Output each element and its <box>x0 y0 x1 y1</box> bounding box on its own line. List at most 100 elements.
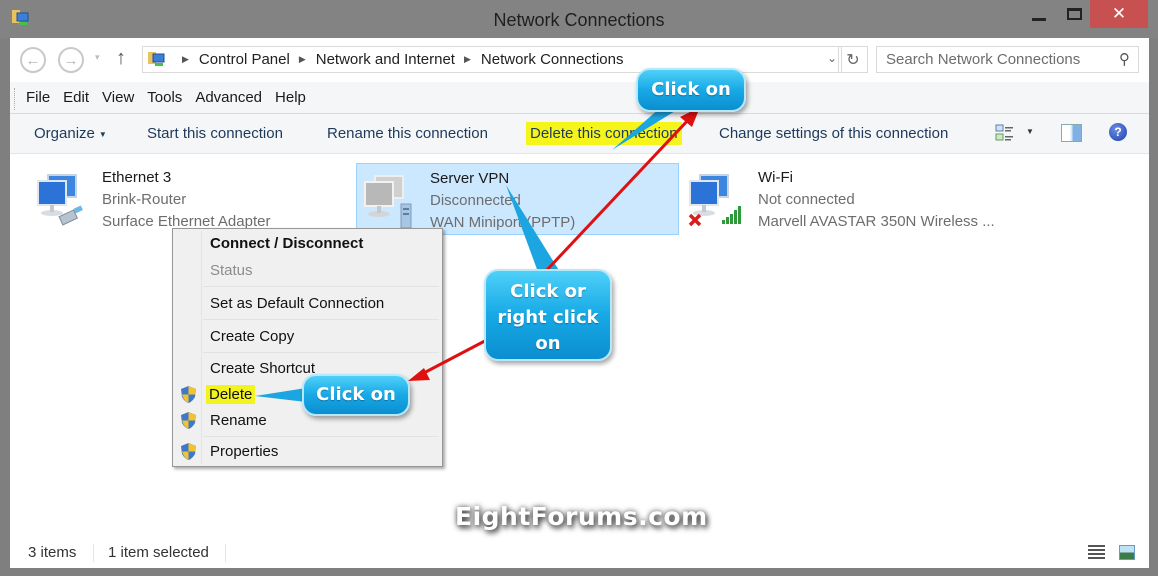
chevron-down-icon: ▾ <box>95 52 100 62</box>
organize-button[interactable]: Organize▼ <box>34 125 107 142</box>
connection-device: Marvell AVASTAR 350N Wireless ... <box>758 213 995 230</box>
rename-connection-button[interactable]: Rename this connection <box>327 125 488 142</box>
ctx-create-shortcut[interactable]: Create Shortcut <box>210 360 316 377</box>
status-bar: 3 items 1 item selected <box>10 538 1149 568</box>
breadcrumb-separator-icon[interactable]: ▶ <box>298 54 306 64</box>
context-menu-gutter <box>201 231 202 464</box>
callout-click-delete-menu: Click on <box>302 374 410 416</box>
wifi-computer-icon <box>688 174 741 227</box>
organize-label: Organize <box>34 125 95 142</box>
search-input[interactable] <box>877 47 1107 72</box>
ctx-delete-label: Delete <box>206 385 256 404</box>
ctx-create-copy[interactable]: Create Copy <box>210 328 295 345</box>
breadcrumb-network-connections[interactable]: Network Connections <box>480 51 624 68</box>
minimize-icon <box>1032 17 1046 21</box>
callout-line: right click <box>497 307 599 328</box>
forward-arrow-icon: → <box>63 51 79 69</box>
uac-shield-icon <box>181 412 196 429</box>
minimize-button[interactable] <box>1022 0 1056 28</box>
up-arrow-icon: ↑ <box>116 47 126 69</box>
connection-status: Disconnected <box>430 192 521 209</box>
menu-file[interactable]: File <box>26 89 51 106</box>
connection-device: Surface Ethernet Adapter <box>102 213 271 230</box>
maximize-button[interactable] <box>1058 0 1090 28</box>
network-folder-icon <box>148 52 165 66</box>
view-options-dropdown-icon[interactable]: ▼ <box>1026 127 1034 136</box>
callout-click-server-vpn: Click or right click on <box>484 269 612 361</box>
connection-wi-fi[interactable]: Wi-Fi Not connected Marvell AVASTAR 350N… <box>682 163 1022 235</box>
back-button[interactable]: ← <box>20 47 46 73</box>
recent-locations-button[interactable]: ▾ <box>95 52 100 63</box>
details-view-icon[interactable] <box>1088 545 1105 560</box>
status-divider <box>93 544 94 562</box>
menu-advanced[interactable]: Advanced <box>195 89 263 106</box>
help-icon[interactable]: ? <box>1109 123 1127 141</box>
caret-down-icon: ▼ <box>98 129 107 139</box>
menu-grip <box>14 88 15 110</box>
menu-bar: File Edit View Tools Advanced Help <box>10 82 1149 114</box>
status-divider <box>225 544 226 562</box>
menu-separator <box>203 319 439 320</box>
menu-edit[interactable]: Edit <box>63 89 90 106</box>
search-icon[interactable]: ⚲ <box>1119 51 1130 68</box>
breadcrumb-separator-icon[interactable]: ▶ <box>463 54 471 64</box>
command-bar: Organize▼ Start this connection Rename t… <box>10 114 1149 154</box>
uac-shield-icon <box>181 443 196 460</box>
breadcrumb-separator-icon[interactable]: ▶ <box>182 54 189 64</box>
item-count: 3 items <box>28 544 77 561</box>
change-view-icon[interactable] <box>995 123 1015 143</box>
breadcrumb-network-and-internet[interactable]: Network and Internet <box>315 51 455 68</box>
connection-text: Wi-Fi Not connected Marvell AVASTAR 350N… <box>758 167 995 233</box>
breadcrumb: ▶ Control Panel ▶ Network and Internet ▶… <box>173 51 623 68</box>
callout-line: Click or <box>510 281 586 302</box>
connection-name: Wi-Fi <box>758 169 793 186</box>
ctx-delete[interactable]: Delete <box>206 385 256 404</box>
window-title: Network Connections <box>493 10 665 30</box>
ctx-properties[interactable]: Properties <box>210 443 279 460</box>
change-settings-button[interactable]: Change settings of this connection <box>719 125 949 142</box>
close-button[interactable]: ✕ <box>1090 0 1148 28</box>
connection-name: Server VPN <box>430 170 510 187</box>
menu-help[interactable]: Help <box>275 89 306 106</box>
connection-ethernet-3[interactable]: Ethernet 3 Brink-Router Surface Ethernet… <box>20 163 350 235</box>
menu-separator <box>203 436 439 437</box>
search-box: ⚲ <box>876 46 1139 73</box>
forward-button[interactable]: → <box>58 47 84 73</box>
breadcrumb-control-panel[interactable]: Control Panel <box>198 51 290 68</box>
start-connection-button[interactable]: Start this connection <box>147 125 283 142</box>
refresh-button[interactable]: ↻ <box>838 46 868 73</box>
delete-connection-button[interactable]: Delete this connection <box>526 122 682 145</box>
ctx-set-default[interactable]: Set as Default Connection <box>210 295 385 312</box>
refresh-icon: ↻ <box>846 51 860 69</box>
uac-shield-icon <box>181 386 196 403</box>
connection-status: Brink-Router <box>102 191 187 208</box>
connection-device: WAN Miniport (PPTP) <box>430 214 576 231</box>
menu-view[interactable]: View <box>102 89 135 106</box>
connection-server-vpn[interactable]: Server VPN Disconnected WAN Miniport (PP… <box>356 163 679 235</box>
vpn-computer-icon <box>364 175 412 229</box>
ctx-connect-disconnect[interactable]: Connect / Disconnect <box>210 235 364 252</box>
selection-count: 1 item selected <box>108 544 209 561</box>
connection-status: Not connected <box>758 191 855 208</box>
address-box[interactable]: ▶ Control Panel ▶ Network and Internet ▶… <box>142 46 842 73</box>
callout-line: on <box>535 333 561 354</box>
title-bar: Network Connections ✕ <box>0 0 1158 38</box>
back-arrow-icon: ← <box>25 51 41 69</box>
menu-separator <box>203 352 439 353</box>
connection-name: Ethernet 3 <box>102 169 172 186</box>
ctx-status: Status <box>210 262 253 279</box>
preview-pane-icon[interactable] <box>1061 124 1082 142</box>
address-dropdown-icon[interactable]: ⌄ <box>826 51 837 65</box>
ctx-rename[interactable]: Rename <box>210 412 267 429</box>
connection-text: Server VPN Disconnected WAN Miniport (PP… <box>430 168 575 234</box>
large-icons-view-icon[interactable] <box>1119 545 1135 560</box>
navigation-bar: ← → ▾ ↑ ▶ Control Panel ▶ Network and In… <box>10 38 1149 82</box>
maximize-icon <box>1066 8 1082 20</box>
watermark: EightForums.com <box>455 502 708 531</box>
connection-text: Ethernet 3 Brink-Router Surface Ethernet… <box>102 167 270 233</box>
ethernet-computer-icon <box>37 174 83 226</box>
menu-tools[interactable]: Tools <box>147 89 183 106</box>
up-button[interactable]: ↑ <box>116 47 126 70</box>
context-menu: Connect / Disconnect Status Set as Defau… <box>172 228 443 467</box>
close-icon: ✕ <box>1111 4 1127 23</box>
